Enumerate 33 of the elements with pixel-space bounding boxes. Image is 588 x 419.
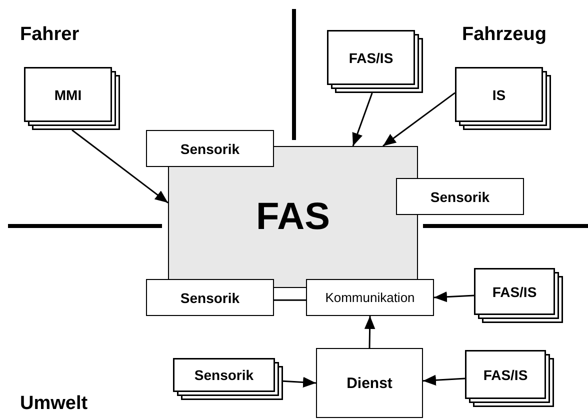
section-heading: Umwelt	[20, 393, 88, 415]
stacked-box	[474, 268, 563, 323]
process-box	[146, 279, 274, 316]
arrow	[352, 92, 373, 146]
arrow	[282, 376, 316, 388]
arrow	[72, 129, 168, 204]
box-label: Kommunikation	[325, 290, 415, 305]
process-box	[396, 178, 524, 215]
arrow	[382, 92, 456, 147]
box-label: Sensorik	[194, 367, 254, 383]
box-label: FAS/IS	[492, 284, 537, 300]
stacked-box	[173, 358, 283, 400]
box-label: FAS/IS	[483, 366, 528, 382]
box-label: IS	[492, 86, 506, 102]
arrow	[422, 374, 466, 386]
box-label: Sensorik	[430, 188, 490, 204]
section-heading: Fahrzeug	[462, 24, 546, 46]
section-heading: Fahrer	[20, 24, 80, 46]
box-label: MMI	[54, 86, 82, 102]
process-box	[306, 279, 434, 316]
box-label: Dienst	[346, 374, 392, 392]
box-label: Sensorik	[180, 140, 240, 156]
process-box	[316, 348, 423, 418]
box-label: FAS/IS	[348, 50, 394, 66]
stacked-box	[24, 67, 120, 130]
box-label: Sensorik	[180, 290, 240, 306]
system-title: FAS	[256, 196, 330, 238]
stacked-box	[455, 67, 551, 130]
arrow	[364, 316, 376, 348]
arrow	[434, 291, 474, 302]
stacked-box	[465, 350, 554, 407]
stacked-box	[327, 30, 423, 93]
process-box	[146, 130, 274, 167]
